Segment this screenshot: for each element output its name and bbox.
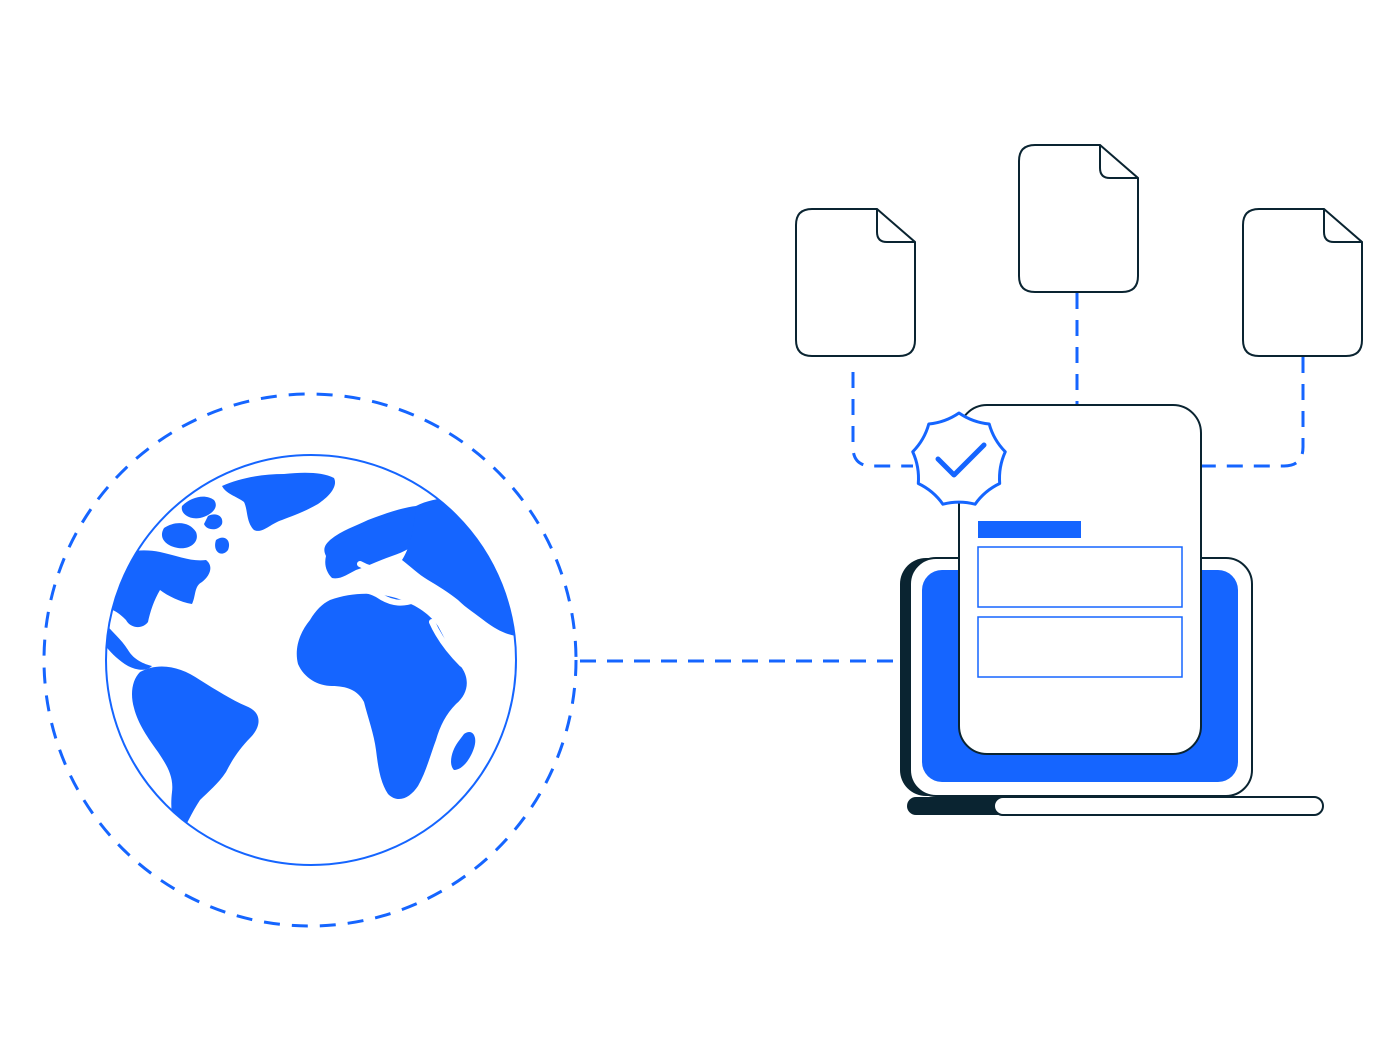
- connector-doc-right: [1202, 357, 1305, 468]
- laptop-base: [993, 796, 1324, 816]
- continent-madagascar: [451, 731, 476, 770]
- continent-greenland: [222, 472, 336, 531]
- globe-orbit-ring: [42, 392, 578, 928]
- globe-sea-gaps: [339, 561, 503, 667]
- continent-arctic-islands: [161, 496, 230, 554]
- form-field-2: [977, 616, 1183, 678]
- connectors: [580, 293, 1305, 663]
- document-icon-left: [795, 208, 916, 357]
- continent-south-america: [132, 666, 259, 836]
- check-mark-icon: [935, 442, 987, 478]
- continent-north-america: [106, 550, 211, 627]
- form-heading-bar: [978, 521, 1081, 538]
- document-icon-right: [1242, 208, 1363, 357]
- verified-check-badge-icon: [911, 411, 1007, 506]
- continent-africa: [296, 593, 467, 800]
- connector-doc-left: [851, 372, 913, 468]
- form-field-1: [977, 546, 1183, 608]
- badge-seal: [911, 411, 1007, 506]
- form-document-icon: [958, 404, 1202, 755]
- document-icon-middle: [1018, 144, 1139, 293]
- globe-icon: [42, 392, 578, 928]
- continents: [106, 472, 516, 836]
- continent-central-america: [106, 622, 152, 670]
